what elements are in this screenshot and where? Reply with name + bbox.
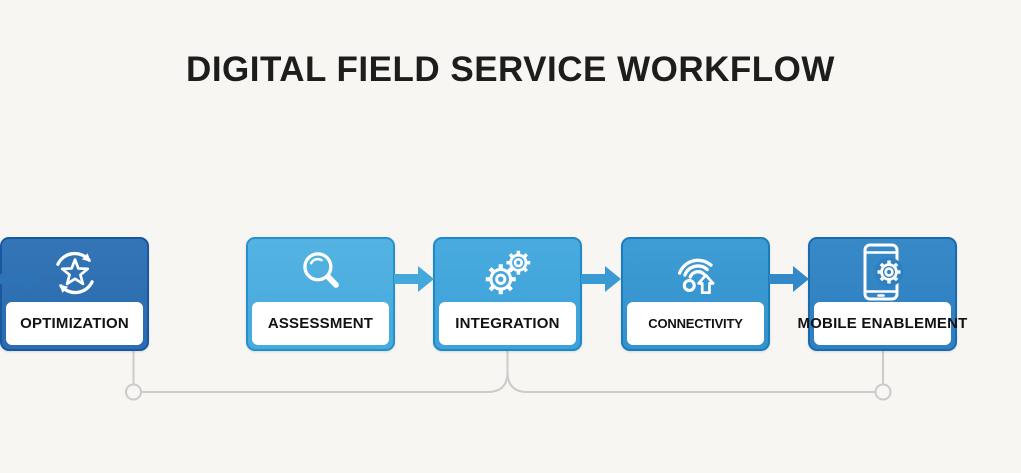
step-assessment: ASSESSMENT xyxy=(246,237,395,351)
connector-left-branch xyxy=(141,351,509,393)
mobile-gear-icon xyxy=(810,239,955,305)
step-label: MOBILE ENABLEMENT xyxy=(797,302,967,345)
flow-arrow-2 xyxy=(581,266,621,292)
flow-arrow-4 xyxy=(0,266,40,292)
step-label: OPTIMIZATION xyxy=(6,302,143,345)
step-label: CONNECTIVITY xyxy=(627,302,764,345)
refresh-star-icon xyxy=(2,239,147,305)
step-label: INTEGRATION xyxy=(439,302,576,345)
flow-arrow-3 xyxy=(768,266,809,292)
wifi-upload-icon xyxy=(623,239,768,305)
step-connectivity: CONNECTIVITY xyxy=(621,237,770,351)
connector-right-branch xyxy=(506,371,875,393)
step-mobile-enablement: MOBILE ENABLEMENT xyxy=(797,237,967,351)
step-label: ASSESSMENT xyxy=(252,302,389,345)
connector-node-right xyxy=(874,383,892,401)
page-title: DIGITAL FIELD SERVICE WORKFLOW xyxy=(186,50,835,89)
flow-arrow-1 xyxy=(393,266,434,292)
connector-node-left xyxy=(125,383,142,401)
step-integration: INTEGRATION xyxy=(433,237,582,351)
gears-icon xyxy=(435,239,580,305)
magnifier-icon xyxy=(248,239,393,305)
step-optimization: OPTIMIZATION xyxy=(0,237,149,351)
